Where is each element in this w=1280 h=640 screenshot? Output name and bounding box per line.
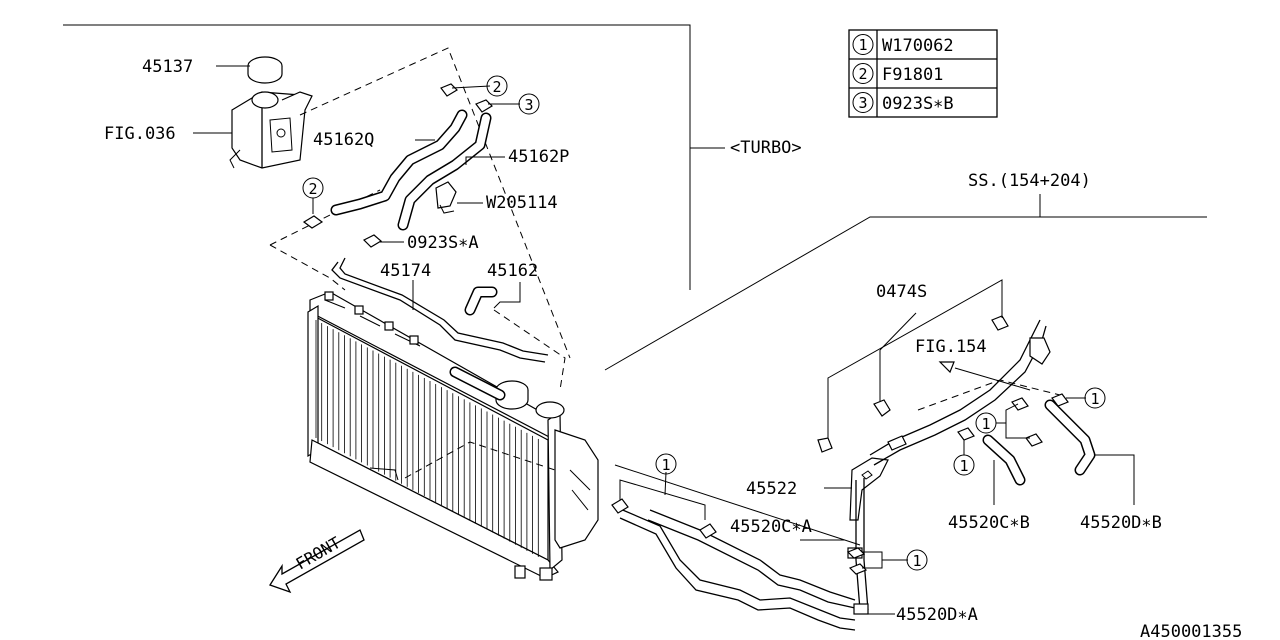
label-45520d-a: 45520D∗A — [896, 605, 978, 625]
pipe-assembly-right — [869, 319, 1051, 466]
radiator-top-bolts — [324, 291, 419, 345]
reservoir-tank — [229, 56, 313, 169]
fig154-arrow-icon — [938, 361, 1031, 391]
line-45520c-a — [617, 507, 856, 631]
label-45137: 45137 — [142, 57, 193, 77]
legend-code-1: W170062 — [882, 36, 954, 56]
legend-code-3: 0923S∗B — [882, 94, 954, 114]
clamp-mid-1: 1 — [846, 547, 928, 575]
label-fig154: FIG.154 — [915, 337, 987, 357]
hose-45520c-b — [982, 434, 1026, 486]
label-45520c-a: 45520C∗A — [730, 517, 812, 537]
pipe-45174 — [331, 257, 549, 363]
callout-1-right-c: 1 — [1090, 390, 1099, 408]
legend-num-1: 1 — [858, 36, 867, 54]
label-45522: 45522 — [746, 479, 797, 499]
label-w205114: W205114 — [486, 193, 558, 213]
clamp-left-2: 2 — [302, 177, 324, 229]
front-arrow-icon — [269, 529, 365, 594]
callout-2-upper: 2 — [492, 78, 501, 96]
label-45162p: 45162P — [508, 147, 569, 167]
label-front: FRONT — [293, 533, 345, 574]
callout-1-mid: 1 — [912, 552, 921, 570]
callout-1-lower: 1 — [661, 456, 670, 474]
legend-num-2: 2 — [858, 65, 867, 83]
bracket-45522 — [849, 457, 889, 521]
bolts-0474s — [817, 315, 1009, 453]
label-45162q: 45162Q — [313, 130, 374, 150]
callout-1-right-a: 1 — [981, 415, 990, 433]
clamp-upper-3: 3 — [475, 93, 540, 115]
diagram-id: A450001355 — [1140, 622, 1242, 640]
label-0474s: 0474S — [876, 282, 927, 302]
clamp-lower-1: 1 — [611, 453, 717, 539]
turbo-bracket — [63, 24, 725, 290]
clamp-right-1: 1 1 1 — [953, 387, 1106, 476]
hose-45162p — [397, 112, 492, 231]
label-ss: SS.(154+204) — [968, 171, 1091, 191]
label-0923s-a: 0923S∗A — [407, 233, 479, 253]
radiator-fins — [315, 320, 539, 557]
label-45174: 45174 — [380, 261, 431, 281]
hose-45520d-b — [1044, 399, 1096, 476]
callout-1-right-b: 1 — [959, 457, 968, 475]
ss-bracket — [604, 194, 1207, 371]
label-fig036: FIG.036 — [104, 124, 176, 144]
callout-2-left: 2 — [308, 180, 317, 198]
legend-num-3: 3 — [858, 94, 867, 112]
legend-code-2: F91801 — [882, 65, 943, 85]
label-45162: 45162 — [487, 261, 538, 281]
clamp-upper-2: 2 — [440, 75, 508, 97]
clip-w205114 — [435, 181, 457, 214]
label-turbo: <TURBO> — [730, 138, 802, 158]
label-45520d-b: 45520D∗B — [1080, 513, 1162, 533]
legend-table: 1 W170062 2 F91801 3 0923S∗B — [848, 29, 998, 118]
clamp-0923s-a — [362, 234, 404, 248]
hose-45162 — [464, 286, 498, 316]
hose-45162q — [330, 109, 468, 216]
callout-3: 3 — [524, 96, 533, 114]
label-45520c-b: 45520C∗B — [948, 513, 1030, 533]
